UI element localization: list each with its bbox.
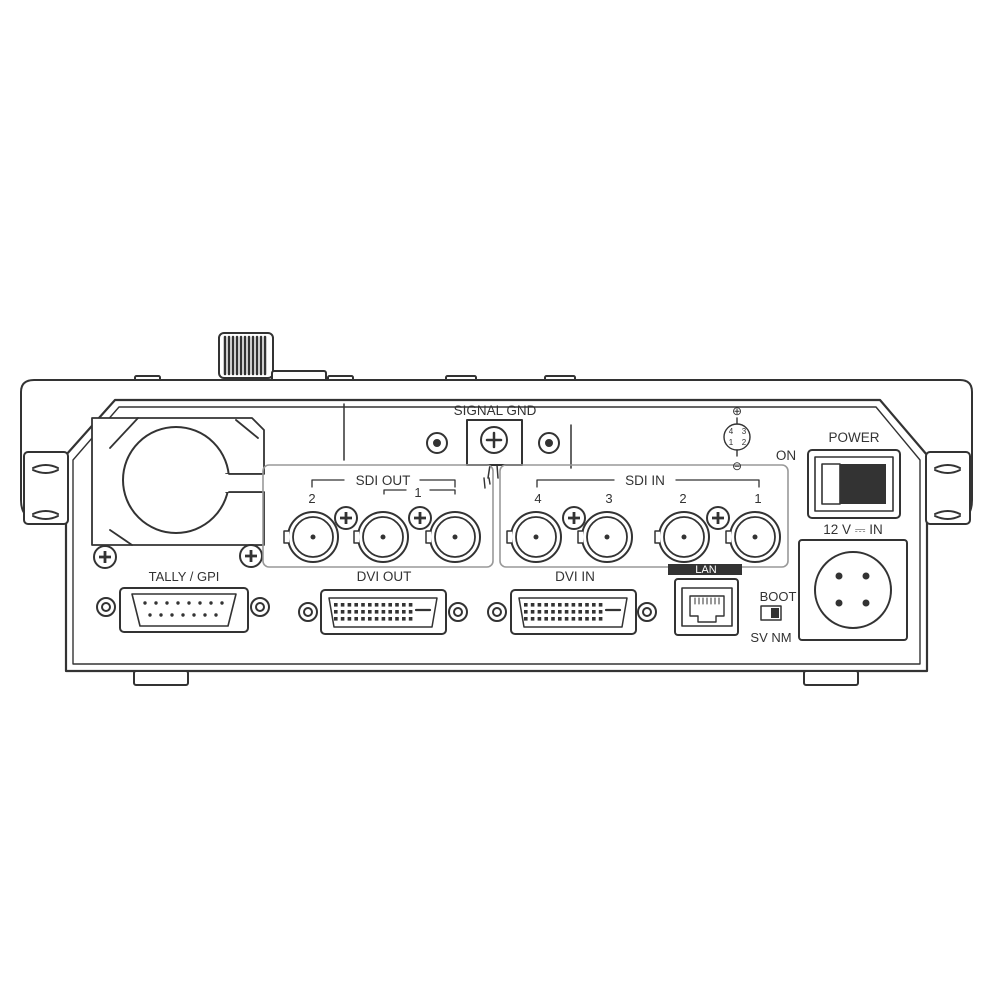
bnc-connector-icon[interactable] bbox=[353, 511, 409, 563]
sdi-in-2-label: 2 bbox=[679, 491, 686, 506]
right-mount-bracket bbox=[925, 451, 971, 525]
panel-inner-line bbox=[72, 406, 921, 665]
sdi-in-1-label: 1 bbox=[754, 491, 761, 506]
lan-label-plate bbox=[668, 564, 742, 575]
bnc-connector-icon[interactable] bbox=[654, 511, 710, 563]
tally-gpi-connector-icon[interactable] bbox=[96, 587, 270, 633]
boot-label: BOOT bbox=[760, 589, 797, 604]
on-label: ON bbox=[776, 448, 796, 463]
sdi-out-group-box bbox=[262, 464, 494, 568]
bnc-connector-icon[interactable] bbox=[725, 511, 781, 563]
phillips-screw-icon bbox=[408, 506, 432, 530]
rj45-lan-port-icon[interactable] bbox=[674, 578, 739, 636]
left-mount-bracket bbox=[23, 451, 69, 525]
lan-label: LAN bbox=[695, 564, 716, 576]
sdi-in-brackets bbox=[536, 479, 760, 488]
bnc-connector-group bbox=[283, 511, 781, 563]
pin-2-label: 2 bbox=[742, 438, 747, 447]
sdi-out-brackets bbox=[311, 479, 456, 495]
dc-polarity-icon bbox=[723, 417, 751, 457]
pin-3-label: 3 bbox=[742, 427, 747, 436]
dvi-in-connector-icon[interactable] bbox=[487, 589, 657, 635]
phillips-screw-icon bbox=[334, 506, 358, 530]
dc-in-label: 12 V ⎓ IN bbox=[823, 522, 883, 537]
sdi-in-4-label: 4 bbox=[534, 491, 541, 506]
sdi-out-2-label: 2 bbox=[308, 491, 315, 506]
bnc-connector-icon[interactable] bbox=[577, 511, 633, 563]
pin-4-label: 4 bbox=[729, 427, 734, 436]
power-label: POWER bbox=[828, 430, 879, 445]
polarity-plus: ⊕ bbox=[732, 404, 742, 418]
phillips-screw-icon bbox=[706, 506, 730, 530]
fan-vent-icon bbox=[91, 403, 345, 546]
sv-nm-label: SV NM bbox=[750, 630, 791, 645]
power-rocker-switch-icon[interactable] bbox=[807, 449, 901, 519]
xlr-4pin-connector-icon[interactable] bbox=[798, 539, 908, 641]
signal-gnd-terminal[interactable] bbox=[426, 419, 572, 489]
sdi-in-label: SDI IN bbox=[625, 473, 665, 488]
right-foot bbox=[803, 670, 859, 686]
bnc-connector-icon[interactable] bbox=[425, 511, 481, 563]
dip-switch-icon[interactable] bbox=[760, 605, 782, 621]
left-foot bbox=[133, 670, 189, 686]
sdi-out-label: SDI OUT bbox=[356, 473, 411, 488]
phillips-screw-icon bbox=[562, 506, 586, 530]
tally-gpi-label: TALLY / GPI bbox=[149, 569, 220, 584]
phillips-screw-icon bbox=[239, 544, 263, 568]
bnc-connector-icon[interactable] bbox=[506, 511, 562, 563]
sdi-in-3-label: 3 bbox=[605, 491, 612, 506]
sdi-in-group-box bbox=[499, 464, 789, 568]
phillips-screw-icon bbox=[93, 545, 117, 569]
sdi-out-1-label: 1 bbox=[414, 485, 421, 500]
dvi-out-label: DVI OUT bbox=[357, 569, 412, 584]
top-knob bbox=[218, 332, 274, 379]
dvi-in-label: DVI IN bbox=[555, 569, 595, 584]
pin-1-label: 1 bbox=[729, 438, 734, 447]
polarity-minus: ⊖ bbox=[732, 459, 742, 473]
bnc-connector-icon[interactable] bbox=[283, 511, 339, 563]
dvi-out-connector-icon[interactable] bbox=[298, 589, 468, 635]
signal-gnd-label: SIGNAL GND bbox=[454, 403, 537, 418]
